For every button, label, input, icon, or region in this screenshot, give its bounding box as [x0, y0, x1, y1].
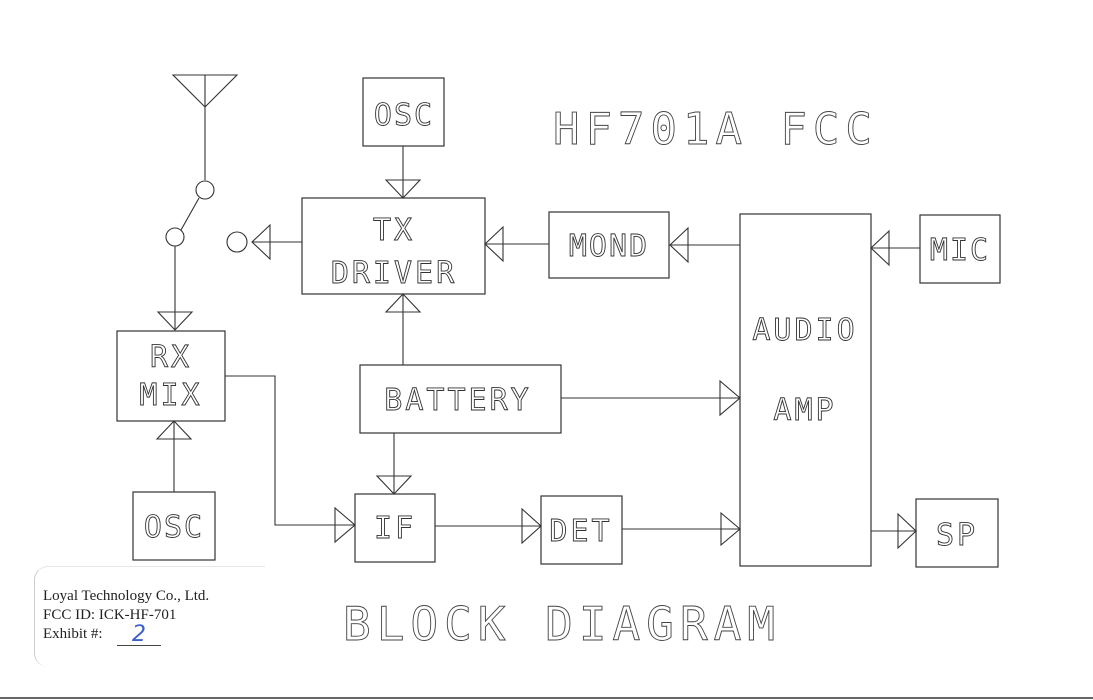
osc-rx-label: OSC [144, 510, 204, 545]
audio-amp-block: AUDIO AMP [739, 213, 872, 567]
diagram-subtitle: BLOCK DIAGRAM [343, 597, 781, 651]
arrow-mond-to-tx-icon [484, 225, 504, 263]
rx-mix-label-line2: MIX [139, 378, 202, 413]
battery-block: BATTERY [359, 364, 562, 434]
arrow-mic-to-audio-icon [870, 229, 890, 267]
if-label: IF [374, 511, 416, 546]
arrow-tx-output-icon [251, 223, 271, 261]
arrow-battery-to-tx-icon [384, 293, 422, 313]
diagram-title: HF701A FCC [553, 104, 878, 155]
if-block: IF [354, 493, 436, 563]
page-bottom-rule [0, 697, 1093, 699]
audio-amp-label-line1: AUDIO [752, 313, 857, 348]
det-label: DET [549, 514, 612, 549]
sp-label: SP [936, 518, 978, 553]
tx-driver-label-line1: TX [373, 213, 415, 248]
fcc-stamp-box [34, 566, 265, 667]
battery-label: BATTERY [384, 383, 531, 418]
sp-block: SP [915, 498, 999, 568]
arrow-det-to-audio-icon [720, 511, 741, 547]
stamp-fcc-id: FCC ID: ICK-HF-701 [43, 607, 177, 623]
arrow-osc-to-rx-mix-icon [155, 420, 193, 440]
osc-tx-label: OSC [374, 98, 434, 133]
mond-block: MOND [548, 211, 670, 279]
arrow-rx-mix-to-if-icon [334, 506, 356, 544]
det-block: DET [540, 495, 623, 565]
rx-mix-block: RX MIX [116, 330, 226, 422]
arrow-battery-to-if-icon [375, 475, 413, 495]
stamp-company: Loyal Technology Co., Ltd. [43, 588, 210, 604]
osc-rx-block: OSC [132, 491, 216, 561]
antenna-icon [171, 74, 239, 180]
tx-output-terminal-icon [226, 231, 248, 253]
audio-amp-label-line2: AMP [773, 393, 836, 428]
mic-label: MIC [930, 233, 990, 268]
tx-driver-label-line2: DRIVER [331, 256, 457, 291]
arrow-audio-to-sp-icon [897, 512, 917, 550]
arrow-to-rx-mix-icon [156, 311, 194, 331]
mic-block: MIC [919, 214, 1001, 284]
stamp-exhibit-label: Exhibit #: [43, 626, 103, 642]
tx-driver-block: TX DRIVER [301, 197, 486, 295]
osc-tx-block: OSC [362, 77, 445, 147]
arrow-osc-to-tx-icon [384, 179, 422, 199]
arrow-audio-to-mond-icon [669, 226, 689, 264]
arrow-if-to-det-icon [521, 507, 542, 545]
stamp-exhibit-value: 2 [117, 624, 161, 646]
arrow-battery-to-audio-icon [719, 379, 741, 417]
mond-label: MOND [569, 229, 649, 264]
rx-mix-label-line1: RX [150, 340, 192, 375]
tx-rx-switch-icon [156, 180, 215, 331]
